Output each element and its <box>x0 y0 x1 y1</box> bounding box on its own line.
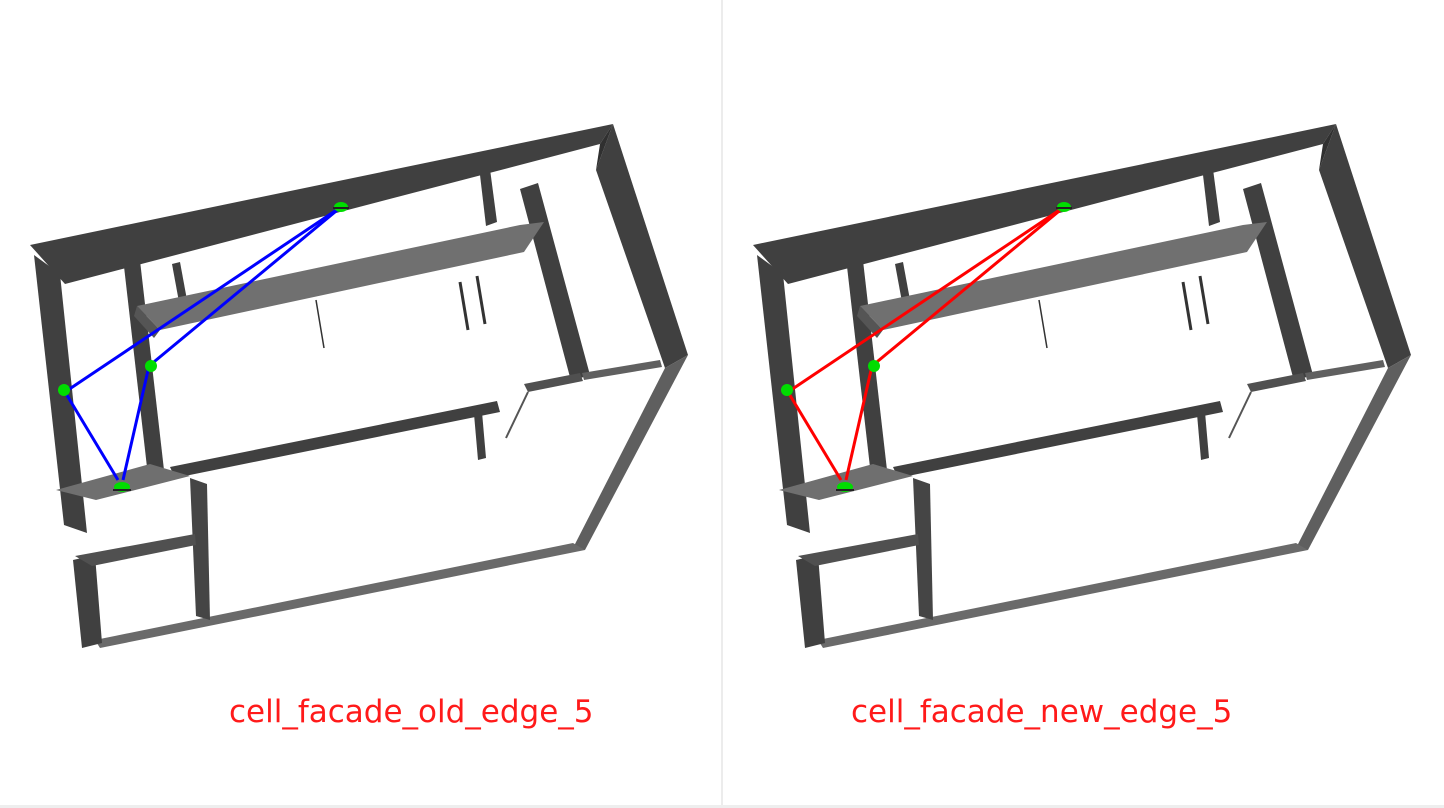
wall-long-diagonal <box>860 222 1267 330</box>
wall-geometry <box>30 124 688 648</box>
thin-wall-line <box>1228 391 1252 439</box>
graph-edge <box>787 205 1065 394</box>
green-hemisphere-node-icon[interactable] <box>113 482 131 492</box>
wall-small-stub <box>895 262 910 302</box>
graph-edge <box>786 391 843 481</box>
thin-wall-line <box>1181 281 1193 331</box>
wall-bottom-long <box>95 543 585 648</box>
wall-lower-horizontal <box>798 534 919 566</box>
wall-long-diagonal-end <box>134 306 160 338</box>
graph-edge <box>63 391 120 481</box>
wall-ledge <box>524 373 583 392</box>
wall-ledge-right <box>582 360 662 380</box>
wall-ledge <box>1247 373 1306 392</box>
wall-middle-horizontal <box>170 401 500 478</box>
graph-edge <box>871 205 1065 368</box>
green-hemisphere-node-icon[interactable] <box>781 384 793 396</box>
wall-right-corner <box>596 124 613 170</box>
wall-right-face <box>1319 124 1411 368</box>
wall-lower-vertical <box>913 478 933 620</box>
wall-middle-horizontal <box>893 401 1223 478</box>
thin-wall-line <box>458 281 470 331</box>
panel-divider <box>721 0 723 808</box>
graph-nodes <box>781 202 1072 492</box>
platform-panel <box>779 464 913 500</box>
graph-nodes <box>58 202 349 492</box>
viewport-right[interactable]: cell_facade_new_edge_5 <box>723 0 1444 806</box>
thin-wall-line <box>1198 275 1210 325</box>
graph-edges <box>63 205 342 481</box>
wall-small-stub <box>172 262 187 302</box>
floorplan-3d-left[interactable] <box>0 0 721 690</box>
bottom-border <box>0 805 1444 808</box>
wall-lower-horizontal <box>75 534 196 566</box>
green-hemisphere-node-icon[interactable] <box>1056 202 1072 212</box>
wall-bottom-long <box>818 543 1308 648</box>
wall-top-face <box>753 124 1336 284</box>
wall-right-corner <box>1319 124 1336 170</box>
wall-interior-left <box>122 243 164 476</box>
wall-lower-left <box>73 555 102 648</box>
wall-interior-stub <box>1201 154 1220 226</box>
green-hemisphere-node-icon[interactable] <box>58 384 70 396</box>
panel-caption-new: cell_facade_new_edge_5 <box>851 694 1233 730</box>
wall-lower-left <box>796 555 825 648</box>
wall-middle-stub <box>1197 412 1209 460</box>
graph-edge <box>64 205 342 394</box>
thin-wall-line <box>475 275 487 325</box>
wall-interior-right <box>1243 183 1313 381</box>
wall-interior-right <box>520 183 590 381</box>
wall-interior-stub <box>478 154 497 226</box>
wall-right-face <box>596 124 688 368</box>
wall-top-face <box>30 124 613 284</box>
graph-edge <box>148 205 342 368</box>
thin-wall-line <box>1038 299 1048 349</box>
graph-edge <box>844 365 874 481</box>
green-hemisphere-node-icon[interactable] <box>333 202 349 212</box>
wall-long-diagonal-end <box>857 306 883 338</box>
viewport-left[interactable]: cell_facade_old_edge_5 <box>0 0 721 806</box>
wall-geometry <box>753 124 1411 648</box>
floorplan-3d-right[interactable] <box>723 0 1444 690</box>
graph-edge <box>121 365 151 481</box>
platform-panel <box>56 464 190 500</box>
graph-edges <box>786 205 1065 481</box>
thin-wall-line <box>315 299 325 349</box>
wall-right-lower <box>1296 355 1411 550</box>
wall-lower-vertical <box>190 478 210 620</box>
green-hemisphere-node-icon[interactable] <box>145 360 157 372</box>
panel-caption-old: cell_facade_old_edge_5 <box>229 694 594 730</box>
wall-right-lower <box>573 355 688 550</box>
wall-ledge-right <box>1305 360 1385 380</box>
wall-middle-stub <box>474 412 486 460</box>
green-hemisphere-node-icon[interactable] <box>836 482 854 492</box>
thin-wall-line <box>505 391 529 439</box>
wall-long-diagonal <box>137 222 544 330</box>
wall-interior-left <box>845 243 887 476</box>
green-hemisphere-node-icon[interactable] <box>868 360 880 372</box>
